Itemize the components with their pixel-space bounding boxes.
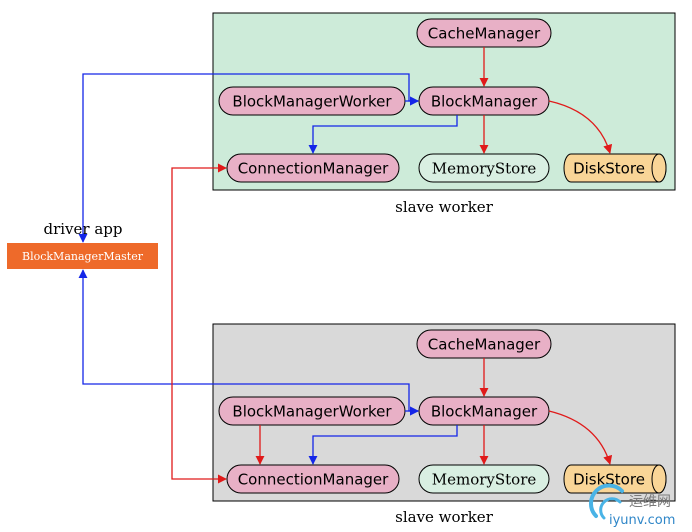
watermark-logo-icon — [588, 483, 624, 518]
svg-text:BlockManagerWorker: BlockManagerWorker — [232, 403, 392, 421]
connection-manager-node-top: ConnectionManager — [226, 153, 400, 183]
watermark: 运维网 iyunv.com — [588, 483, 675, 528]
block-manager-master-node: BlockManagerMaster — [7, 243, 158, 269]
link-master-to-block-manager-bottom — [78, 269, 419, 416]
svg-text:MemoryStore: MemoryStore — [432, 160, 537, 178]
svg-text:CacheManager: CacheManager — [428, 336, 541, 354]
cache-manager-node-top: CacheManager — [416, 18, 552, 48]
arrow-block-to-connection-bottom — [308, 425, 458, 465]
link-connection-managers — [171, 163, 227, 484]
link-master-to-block-manager-top — [78, 73, 419, 243]
disk-store-node-bottom: DiskStore — [563, 464, 667, 494]
svg-text:DiskStore: DiskStore — [573, 471, 645, 489]
disk-store-node-top: DiskStore — [563, 153, 667, 183]
svg-text:BlockManager: BlockManager — [431, 93, 538, 111]
worker-caption-bottom: slave worker — [395, 508, 494, 526]
svg-text:BlockManagerMaster: BlockManagerMaster — [22, 250, 144, 263]
cache-manager-node-bottom: CacheManager — [416, 329, 552, 359]
block-manager-worker-node-bottom: BlockManagerWorker — [218, 396, 406, 426]
svg-text:BlockManager: BlockManager — [431, 403, 538, 421]
svg-text:MemoryStore: MemoryStore — [432, 471, 537, 489]
arrow-block-to-disk-bottom — [548, 410, 613, 465]
memory-store-node-bottom: MemoryStore — [418, 464, 550, 494]
worker-caption-top: slave worker — [395, 198, 494, 216]
watermark-en: iyunv.com — [609, 513, 675, 528]
svg-text:CacheManager: CacheManager — [428, 25, 541, 43]
svg-text:ConnectionManager: ConnectionManager — [238, 160, 389, 178]
block-manager-node-bottom: BlockManager — [418, 396, 550, 426]
block-manager-worker-node-top: BlockManagerWorker — [218, 86, 406, 116]
svg-text:ConnectionManager: ConnectionManager — [238, 471, 389, 489]
watermark-cn: 运维网 — [629, 494, 671, 510]
svg-text:BlockManagerWorker: BlockManagerWorker — [232, 93, 392, 111]
block-manager-node-top: BlockManager — [418, 86, 550, 116]
arrow-block-to-disk-top — [548, 100, 613, 154]
memory-store-node-top: MemoryStore — [418, 153, 550, 183]
connection-manager-node-bottom: ConnectionManager — [226, 464, 400, 494]
svg-text:DiskStore: DiskStore — [573, 160, 645, 178]
